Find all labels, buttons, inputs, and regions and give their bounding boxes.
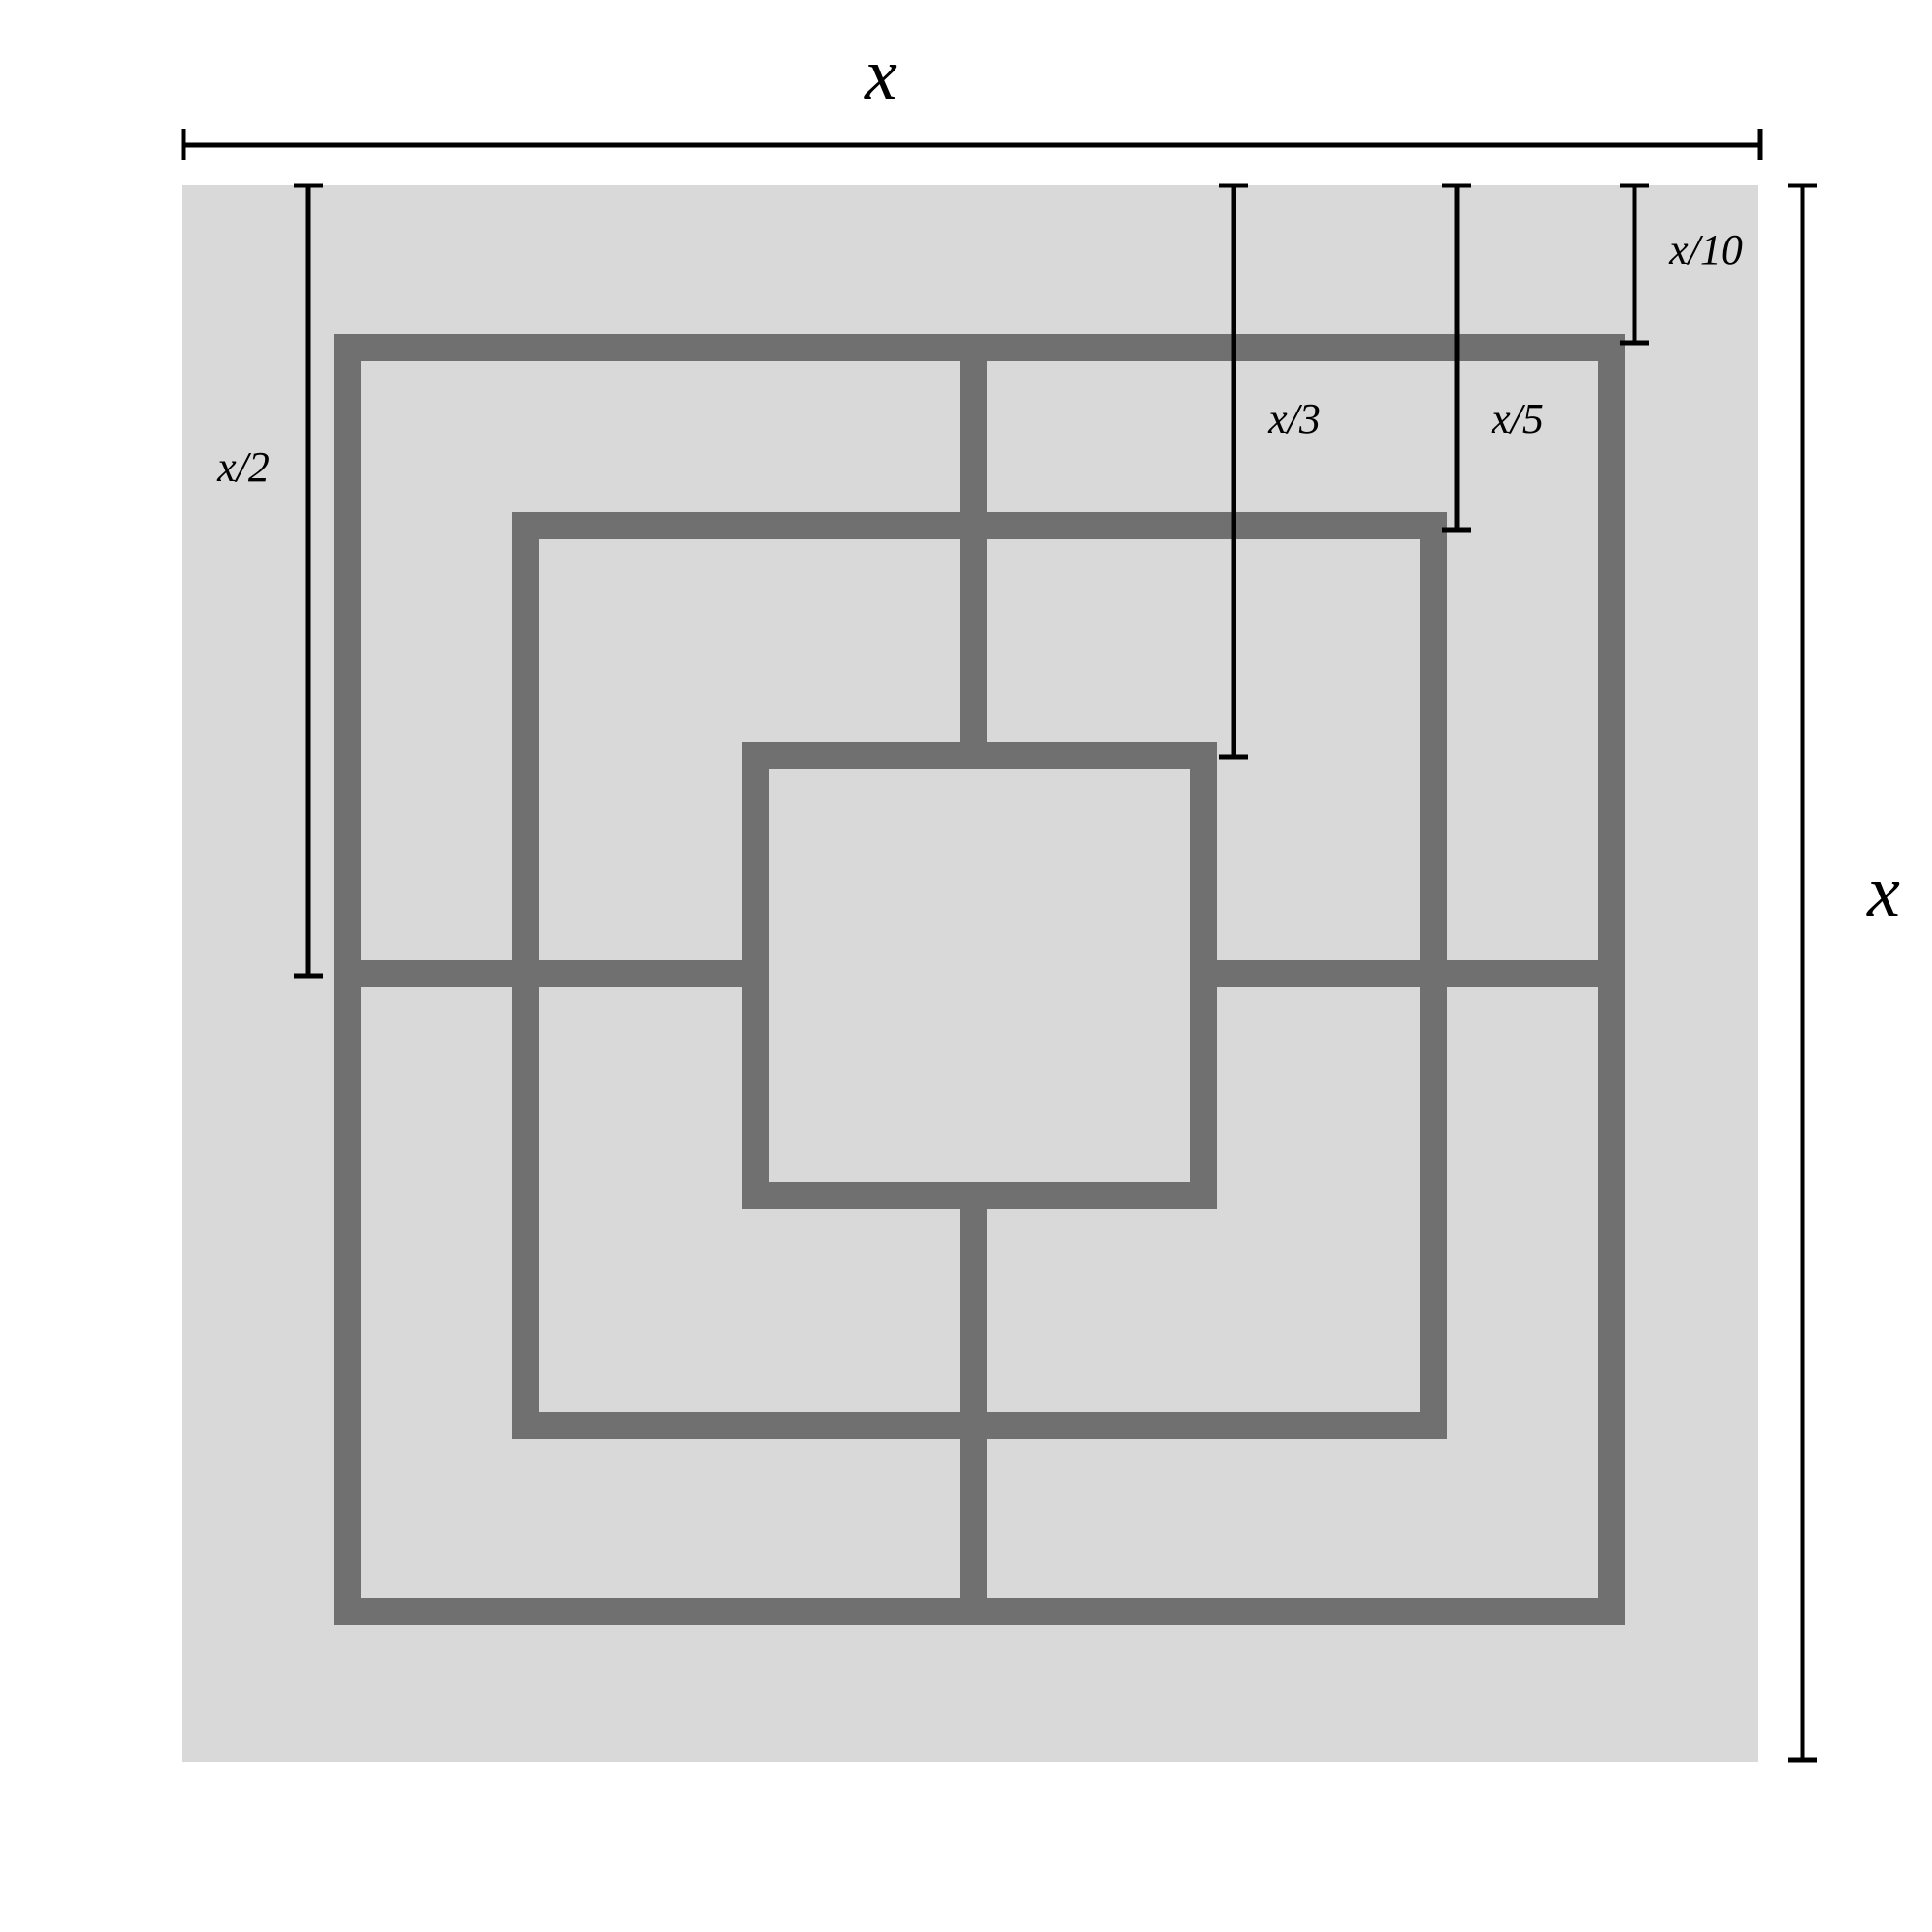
fifth-label: x/5 (1491, 395, 1544, 442)
board-lines (334, 334, 1625, 1625)
tenth-dimension: x/10 (1620, 183, 1743, 346)
fifth-dimension: x/5 (1442, 183, 1544, 533)
right-height-dimension: x (1788, 183, 1900, 1763)
tenth-label: x/10 (1668, 226, 1743, 273)
half-dimension: x/2 (216, 183, 323, 979)
third-dimension: x/3 (1219, 183, 1321, 760)
third-label: x/3 (1267, 395, 1321, 442)
top-width-dimension: x (181, 34, 1763, 160)
top-width-label: x (864, 34, 897, 115)
right-height-label: x (1866, 851, 1900, 932)
half-label: x/2 (216, 443, 270, 491)
